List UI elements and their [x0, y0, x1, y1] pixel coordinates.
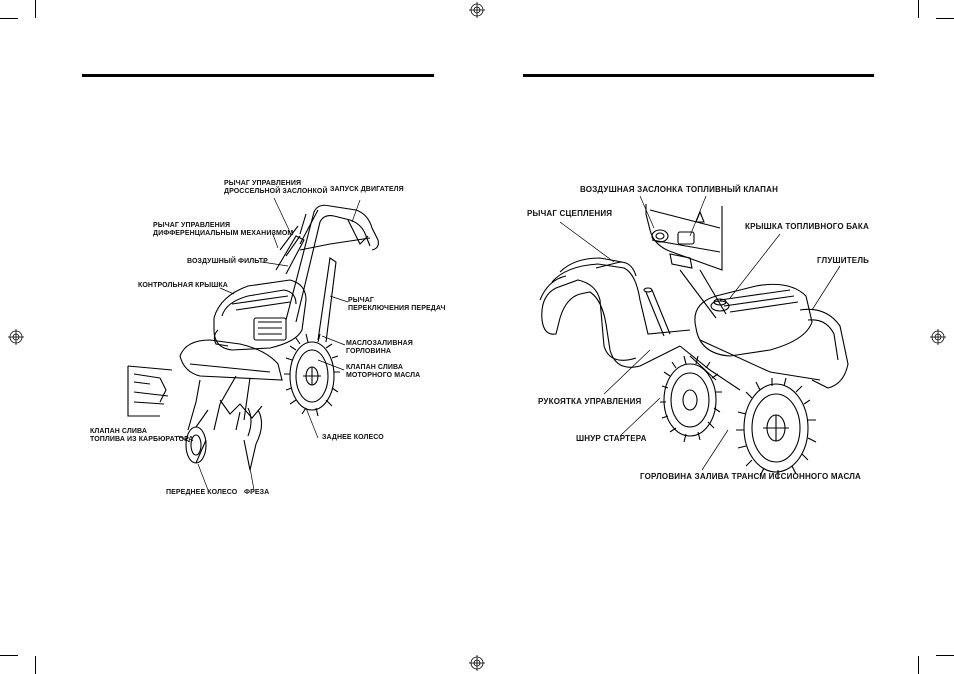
tiller-rear-illustration: [539, 204, 849, 478]
label-gear-lever: РЫЧАГ ПЕРЕКЛЮЧЕНИЯ ПЕРЕДАЧ: [348, 297, 445, 313]
right-header-rule: [523, 74, 874, 77]
label-line: МОТОРНОГО МАСЛА: [346, 372, 421, 379]
label-line: ТОПЛИВА ИЗ КАРБЮРАТОРА: [90, 436, 194, 443]
label-line: РЫЧАГ: [348, 297, 374, 304]
label-engine-oil-drain: КЛАПАН СЛИВА МОТОРНОГО МАСЛА: [346, 364, 420, 380]
label-throttle-lever: РЫЧАГ УПРАВЛЕНИЯ ДРОССЕЛЬНОЙ ЗАСЛОНКОЙ: [224, 180, 328, 196]
label-transmission-oil-filler: ГОРЛОВИНА ЗАЛИВА ТРАНСМ ИССИОННОГО МАСЛА: [640, 472, 862, 481]
label-rear-wheel: ЗАДНЕЕ КОЛЕСО: [322, 434, 384, 441]
label-line: РЫЧАГ УПРАВЛЕНИЯ: [224, 180, 302, 187]
label-tiller: ФРЕЗА: [244, 489, 270, 496]
tiller-front-illustration: [127, 204, 379, 471]
right-leader-lines: [559, 195, 841, 471]
label-handlebar: РУКОЯТКА УПРАВЛЕНИЯ: [538, 397, 642, 406]
label-line: РЫЧАГ УПРАВЛЕНИЯ: [153, 222, 231, 229]
crop-mark: [0, 18, 18, 19]
label-fuel-valve: ТОПЛИВНЫЙ КЛАПАН: [686, 185, 779, 194]
label-line: ДРОССЕЛЬНОЙ ЗАСЛОНКОЙ: [224, 188, 328, 195]
label-line: КЛАПАН СЛИВА: [90, 428, 148, 435]
label-line: КЛАПАН СЛИВА: [346, 364, 404, 371]
crop-mark: [936, 655, 954, 656]
label-starter-cord: ШНУР СТАРТЕРА: [576, 434, 647, 443]
label-fuel-tank-cap: КРЫШКА ТОПЛИВНОГО БАКА: [745, 222, 869, 231]
crop-mark: [918, 0, 919, 18]
label-muffler: ГЛУШИТЕЛЬ: [817, 256, 870, 265]
label-oil-filler: МАСЛОЗАЛИВНАЯ ГОРЛОВИНА: [346, 340, 413, 356]
registration-mark-icon: [469, 655, 485, 671]
label-carb-drain: КЛАПАН СЛИВА ТОПЛИВА ИЗ КАРБЮРАТОРА: [90, 428, 193, 444]
label-line: ГОРЛОВИНА: [346, 348, 392, 355]
label-control-cover: КОНТРОЛЬНАЯ КРЫШКА: [138, 282, 228, 289]
left-header-rule: [82, 74, 434, 77]
registration-mark-icon: [930, 329, 946, 345]
label-line: ДИФФЕРЕНЦИАЛЬНЫМ МЕХАНИЗМОМ: [153, 230, 294, 237]
crop-mark: [35, 0, 36, 18]
crop-mark: [936, 18, 954, 19]
crop-mark: [35, 656, 36, 674]
label-air-filter: ВОЗДУШНЫЙ ФИЛЬТР: [187, 258, 268, 265]
crop-mark: [918, 656, 919, 674]
left-leader-lines: [177, 197, 361, 491]
label-engine-start: ЗАПУСК ДВИГАТЕЛЯ: [330, 186, 404, 193]
registration-mark-icon: [469, 2, 485, 18]
label-front-wheel: ПЕРЕДНЕЕ КОЛЕСО: [166, 489, 238, 496]
label-line: ПЕРЕКЛЮЧЕНИЯ ПЕРЕДАЧ: [348, 305, 446, 312]
label-line: МАСЛОЗАЛИВНАЯ: [346, 340, 413, 347]
label-differential-lever: РЫЧАГ УПРАВЛЕНИЯ ДИФФЕРЕНЦИАЛЬНЫМ МЕХАНИ…: [153, 222, 293, 238]
registration-mark-icon: [8, 329, 24, 345]
crop-mark: [0, 655, 18, 656]
label-choke: ВОЗДУШНАЯ ЗАСЛОНКА: [580, 185, 684, 194]
label-clutch-lever: РЫЧАГ СЦЕПЛЕНИЯ: [527, 209, 613, 218]
